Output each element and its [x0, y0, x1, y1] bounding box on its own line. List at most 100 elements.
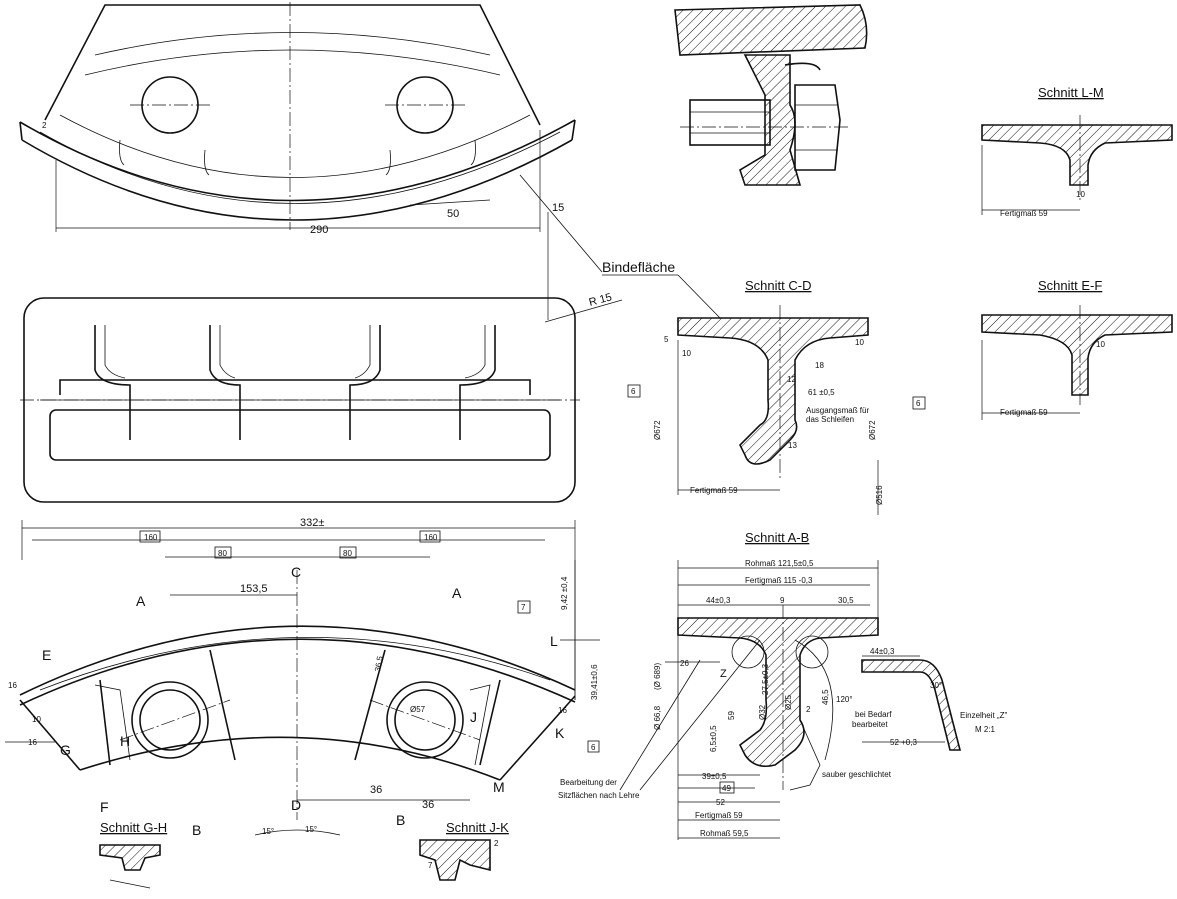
title-schnitt-ab: Schnitt A-B [745, 530, 809, 545]
ab-dim-25: Ø25 [784, 694, 793, 710]
section-letter-a2: A [452, 585, 462, 601]
dim-7: 7 [428, 861, 433, 870]
box-6c: 6 [591, 743, 596, 752]
title-schnitt-jk: Schnitt J-K [446, 820, 509, 835]
box-6a: 6 [631, 387, 636, 396]
dim-9-42: 9,42 ±0,4 [560, 576, 569, 610]
lm-fertigmass: Fertigmaß 59 [1000, 209, 1048, 218]
dim-36-5: 36,5 [373, 655, 385, 672]
lm-dim-10: 10 [1076, 190, 1085, 199]
ab-dim-52: 52 [716, 798, 725, 807]
dim-r15: R 15 [588, 291, 614, 309]
ab-dim-59: 59 [727, 711, 736, 720]
ab-dim-26: 26 [680, 659, 689, 668]
section-ef: Schnitt E-F Fertigmaß 59 10 [981, 278, 1173, 420]
ab-dim-49: 49 [722, 784, 731, 793]
ab-dim-46-5: 46,5 [821, 689, 830, 705]
z-massstab: M 2:1 [975, 725, 996, 734]
ab-rohmass: Rohmaß 121,5±0,5 [745, 559, 814, 568]
cd-dim-516: Ø516 [875, 485, 884, 505]
section-letter-j: J [470, 709, 477, 725]
dim-16a: 16 [28, 738, 37, 747]
z-einzelheit: Einzelheit „Z" [960, 711, 1007, 720]
dim-160b: 160 [424, 533, 438, 542]
ab-bearbeitung1: Bearbeitung der [560, 778, 617, 787]
angle-15a: 15° [262, 827, 274, 836]
ab-sauber: sauber geschlichtet [822, 770, 892, 779]
cd-dim-18: 18 [815, 361, 824, 370]
z-dim-44: 44±0,3 [870, 647, 895, 656]
angle-15b: 15° [305, 825, 317, 834]
cd-dim-12: 12 [787, 375, 796, 384]
section-letter-f: F [100, 799, 109, 815]
ab-dim-689: (Ø 689) [653, 663, 662, 690]
box-7: 7 [521, 603, 526, 612]
ab-dim-30-5: 30,5 [838, 596, 854, 605]
section-letter-e: E [42, 647, 51, 663]
section-letter-h: H [120, 733, 130, 749]
ab-dim-39: 39±0,5 [702, 772, 727, 781]
title-schnitt-cd: Schnitt C-D [745, 278, 811, 293]
section-letter-b1: B [192, 822, 201, 838]
section-letter-g: G [60, 742, 71, 758]
section-letter-m: M [493, 779, 505, 795]
ab-rohmass59-5: Rohmaß 59,5 [700, 829, 749, 838]
ab-dim-32: Ø32 [758, 704, 767, 720]
cd-dim-10b: 10 [855, 338, 864, 347]
dim-16c: 16 [558, 706, 567, 715]
dim-153-5: 153,5 [240, 583, 268, 595]
title-schnitt-ef: Schnitt E-F [1038, 278, 1102, 293]
dim-36a: 36 [370, 784, 382, 796]
cd-ausgangsmass: Ausgangsmaß für [806, 406, 869, 415]
dim-332: 332± [300, 517, 324, 529]
cd-dim-10a: 10 [682, 349, 691, 358]
dim-39-41: 39,41±0,6 [590, 664, 599, 700]
ab-fertigmass115: Fertigmaß 115 -0,3 [745, 576, 813, 585]
section-letter-k: K [555, 725, 565, 741]
cd-dim-13: 13 [788, 441, 797, 450]
z-dim-52: 52 +0,3 [890, 738, 917, 747]
ab-letter-z: Z [720, 668, 727, 680]
dim-50: 50 [447, 208, 459, 220]
ab-fertigmass59: Fertigmaß 59 [695, 811, 743, 820]
detail-z: 44±0,3 30° bei Bedarf bearbeitet Einzelh… [852, 647, 1007, 751]
plan-view: R 15 [20, 291, 623, 503]
cd-schleifen: das Schleifen [806, 415, 854, 424]
ab-dim-44: 44±0,3 [706, 596, 731, 605]
cd-dim-672b: Ø672 [868, 420, 877, 440]
section-jk: Schnitt J-K 7 2 [419, 820, 509, 881]
title-schnitt-lm: Schnitt L-M [1038, 85, 1104, 100]
z-beibedarf1: bei Bedarf [855, 710, 892, 719]
dim-36b: 36 [422, 799, 434, 811]
dim-160a: 160 [144, 533, 158, 542]
cd-dim-5: 5 [664, 335, 669, 344]
label-bindeflaeche: Bindefläche [602, 259, 675, 275]
cd-dim-672a: Ø672 [653, 420, 662, 440]
z-beibedarf2: bearbeitet [852, 720, 888, 729]
dim-15: 15 [552, 202, 564, 214]
dim-2-jk: 2 [494, 839, 499, 848]
section-letter-d: D [291, 797, 301, 813]
bolt-detail [674, 4, 868, 186]
section-lm: Schnitt L-M Fertigmaß 59 10 [981, 85, 1173, 218]
ab-dim-6-5: 6,5±0,5 [709, 725, 718, 752]
arc-front-view: 332± 160 160 80 80 153,5 C D A A [5, 517, 600, 838]
section-letter-c: C [291, 564, 301, 580]
ab-dim-27-5: 27,5±0,3 [761, 663, 770, 695]
section-letter-l: L [550, 633, 558, 649]
dim-80b: 80 [343, 549, 352, 558]
ab-bearbeitung2: Sitzflächen nach Lehre [558, 791, 640, 800]
section-letter-b2: B [396, 812, 405, 828]
section-letter-a1: A [136, 593, 146, 609]
cd-fertigmass: Fertigmaß 59 [690, 486, 738, 495]
ab-dim-2: 2 [806, 705, 811, 714]
ab-dim-668: Ø 66,8 [653, 705, 662, 730]
dim-80a: 80 [218, 549, 227, 558]
ef-fertigmass: Fertigmaß 59 [1000, 408, 1048, 417]
title-schnitt-gh: Schnitt G-H [100, 820, 167, 835]
dim-10a: 10 [32, 715, 41, 724]
top-segment-view: 290 50 15 2 [19, 2, 576, 320]
ab-dim-9: 9 [780, 596, 785, 605]
dim-16b: 16 [8, 681, 17, 690]
